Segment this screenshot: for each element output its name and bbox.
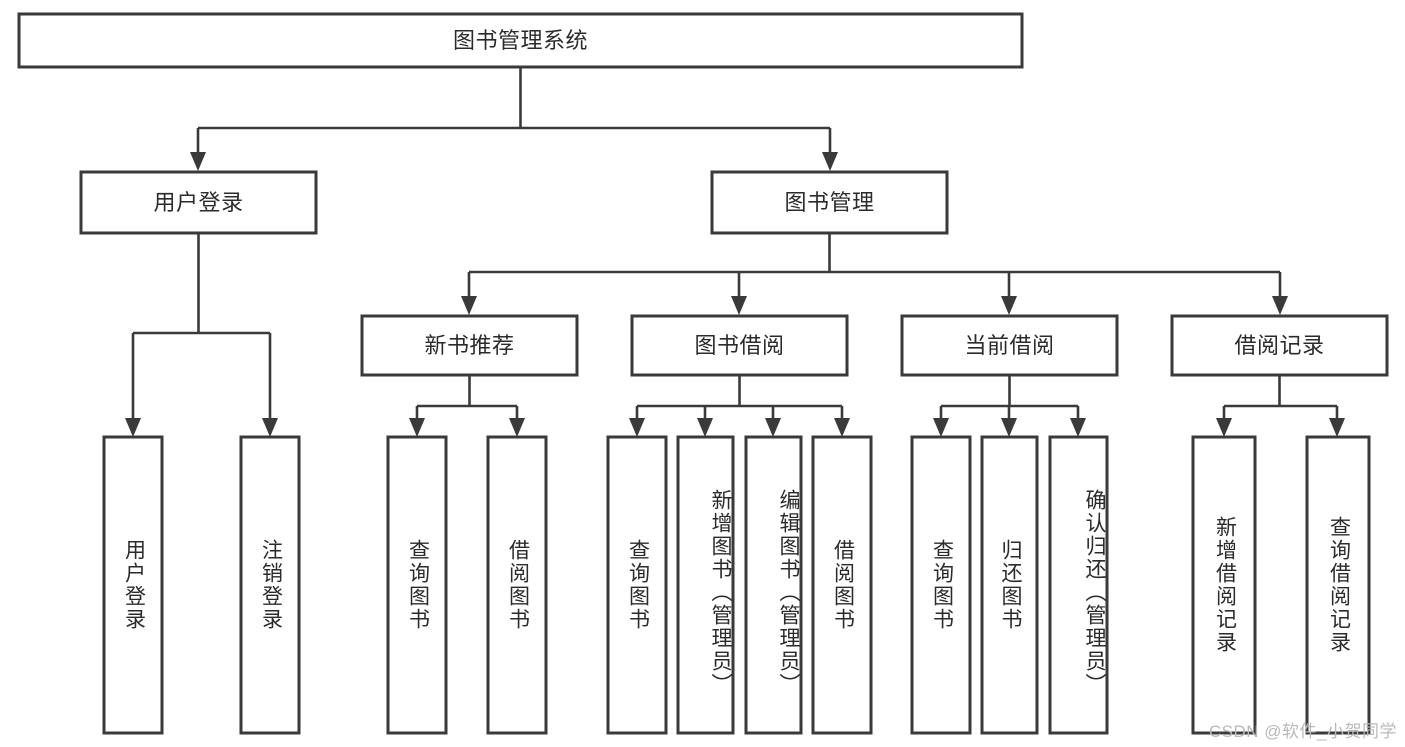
- node-leaf-query-book-1[interactable]: [386, 435, 448, 735]
- node-leaf-edit-book[interactable]: [744, 435, 803, 735]
- arrowhead-leaf-user-login: [125, 418, 141, 437]
- arrowhead-leaf-return-book: [1001, 418, 1017, 437]
- arrowhead-leaf-logout-login: [262, 418, 278, 437]
- arrowhead-book-manage: [822, 152, 838, 171]
- node-leaf-logout-login[interactable]: [239, 435, 301, 735]
- arrowhead-leaf-add-record: [1216, 418, 1232, 437]
- arrowhead-new-book-recommend: [461, 296, 477, 315]
- node-leaf-confirm-return[interactable]: [1048, 435, 1109, 735]
- arrowhead-current-borrow: [1001, 296, 1017, 315]
- arrowhead-leaf-edit-book: [765, 418, 781, 437]
- node-leaf-borrow-book-1[interactable]: [486, 435, 548, 735]
- node-leaf-add-book[interactable]: [676, 435, 735, 735]
- arrowhead-user-login: [190, 152, 206, 171]
- node-user-login[interactable]: [79, 170, 318, 235]
- arrowhead-book-borrow: [731, 296, 747, 315]
- node-current-borrow[interactable]: [900, 314, 1119, 377]
- node-leaf-borrow-book-2[interactable]: [811, 435, 873, 735]
- node-book-borrow[interactable]: [630, 314, 849, 377]
- node-book-manage[interactable]: [710, 170, 949, 235]
- arrowhead-leaf-query-book-1: [409, 418, 425, 437]
- arrowhead-leaf-add-book: [697, 418, 713, 437]
- arrowhead-leaf-query-book-3: [933, 418, 949, 437]
- arrowhead-leaf-query-record: [1329, 418, 1345, 437]
- node-root[interactable]: [17, 12, 1024, 69]
- arrowhead-leaf-confirm-return: [1070, 418, 1086, 437]
- node-leaf-return-book[interactable]: [980, 435, 1039, 735]
- arrowhead-leaf-query-book-2: [629, 418, 645, 437]
- node-leaf-user-login[interactable]: [102, 435, 164, 735]
- node-leaf-query-record[interactable]: [1305, 435, 1371, 735]
- node-leaf-query-book-2[interactable]: [606, 435, 668, 735]
- arrowhead-borrow-record: [1272, 296, 1288, 315]
- arrowhead-leaf-borrow-book-2: [834, 418, 850, 437]
- node-new-book-recommend[interactable]: [360, 314, 579, 377]
- node-leaf-query-book-3[interactable]: [910, 435, 972, 735]
- arrowhead-leaf-borrow-book-1: [509, 418, 525, 437]
- node-borrow-record[interactable]: [1170, 314, 1389, 377]
- node-leaf-add-record[interactable]: [1191, 435, 1257, 735]
